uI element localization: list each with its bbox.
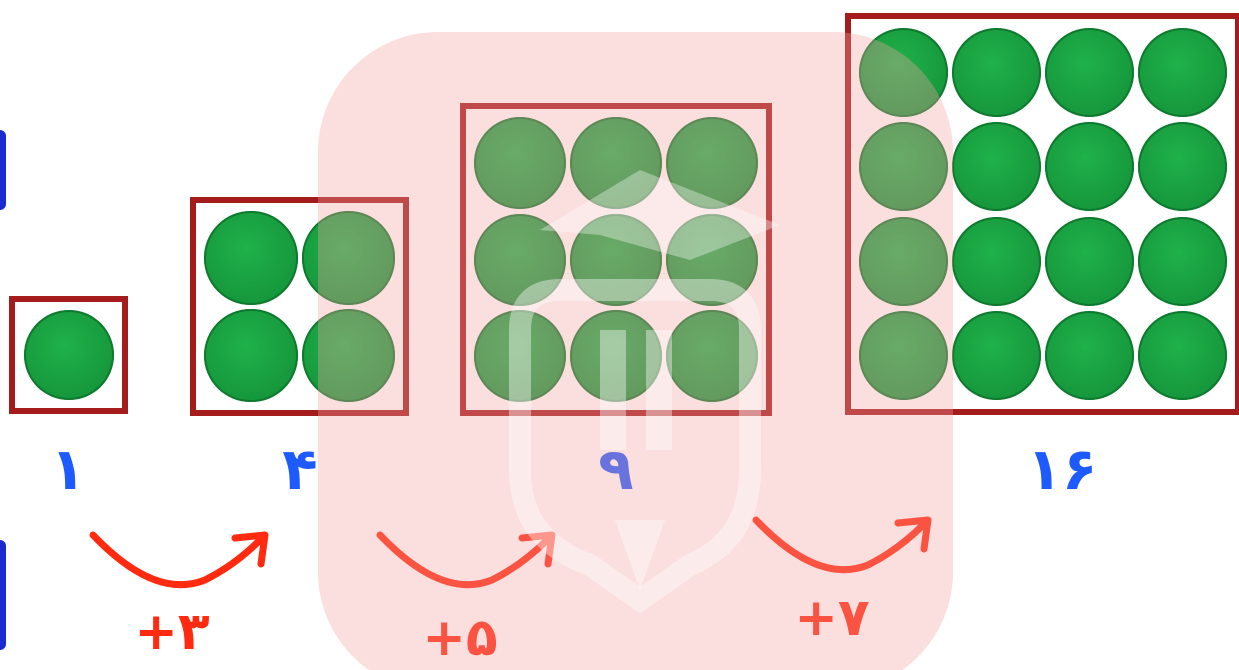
green-circle <box>474 213 566 306</box>
green-circle <box>859 27 948 117</box>
green-circle <box>1138 311 1227 401</box>
curved-arrow-icon <box>376 531 556 589</box>
green-circle <box>474 309 566 402</box>
green-circle <box>301 308 395 402</box>
green-circle <box>1045 27 1134 117</box>
green-circle <box>301 211 395 305</box>
increment-label: +۷ <box>794 588 870 648</box>
green-circle <box>570 213 662 306</box>
green-circle <box>952 216 1041 306</box>
green-circle <box>952 27 1041 117</box>
green-circle <box>1138 27 1227 117</box>
figure-frame-4 <box>190 197 409 416</box>
green-circle <box>23 310 114 400</box>
figure-frame-16 <box>845 13 1239 415</box>
count-label: ۱۶ <box>1026 435 1098 503</box>
green-circle <box>474 117 566 210</box>
green-circle <box>666 309 758 402</box>
green-circle <box>1138 216 1227 306</box>
edge-mark <box>0 540 6 650</box>
green-circle <box>1045 216 1134 306</box>
count-label: ۹ <box>598 435 634 503</box>
green-circle <box>859 122 948 212</box>
green-circle <box>952 311 1041 401</box>
green-circle <box>666 117 758 210</box>
curved-arrow-icon <box>89 531 269 589</box>
green-circle <box>859 311 948 401</box>
edge-mark <box>0 130 6 210</box>
green-circle <box>1045 122 1134 212</box>
figure-frame-1 <box>9 296 128 414</box>
increment-label: +۵ <box>422 608 498 668</box>
increment-label: +۳ <box>134 602 210 662</box>
count-label: ۴ <box>282 435 318 503</box>
figure-frame-9 <box>460 103 772 416</box>
green-circle <box>570 117 662 210</box>
green-circle <box>570 309 662 402</box>
curved-arrow-icon <box>752 516 932 574</box>
green-circle <box>666 213 758 306</box>
green-circle <box>952 122 1041 212</box>
green-circle <box>204 308 298 402</box>
green-circle <box>859 216 948 306</box>
count-label: ۱ <box>50 435 86 503</box>
green-circle <box>1138 122 1227 212</box>
green-circle <box>1045 311 1134 401</box>
green-circle <box>204 211 298 305</box>
